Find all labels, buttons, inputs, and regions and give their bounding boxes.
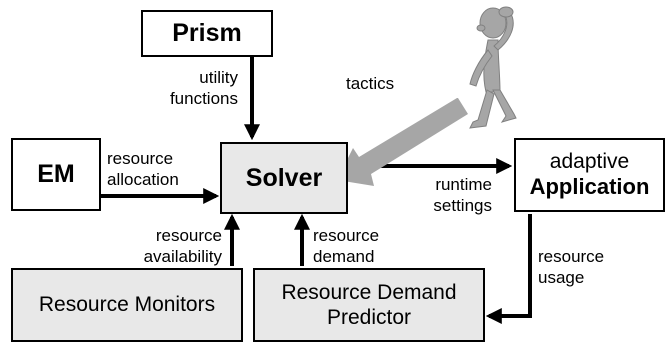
label-resource-availability: resource availability: [110, 225, 222, 267]
label-resource-3: resource: [313, 226, 380, 245]
label-resource-2: resource: [155, 226, 222, 245]
label-runtime: runtime: [435, 175, 492, 194]
label-runtime-settings: runtime settings: [404, 174, 492, 216]
label-demand: demand: [313, 247, 375, 266]
arrow-application-predictor: [485, 214, 532, 324]
label-resource-demand: resource demand: [313, 225, 379, 267]
prism-box: Prism: [141, 10, 273, 57]
label-resource-usage: resource usage: [538, 246, 604, 288]
resource-monitors-box: Resource Monitors: [11, 268, 243, 342]
application-label-line2: Application: [529, 174, 650, 199]
em-box: EM: [11, 138, 101, 211]
label-availability: availability: [143, 247, 222, 266]
resource-demand-predictor-box: Resource Demand Predictor: [253, 268, 485, 342]
application-box: adaptive Application: [514, 138, 665, 212]
label-allocation: allocation: [107, 170, 179, 189]
resource-monitors-label: Resource Monitors: [38, 293, 216, 316]
predictor-label-line2: Predictor: [326, 306, 412, 329]
label-settings: settings: [433, 196, 492, 215]
label-usage: usage: [538, 268, 585, 287]
predictor-label-line1: Resource Demand: [281, 281, 457, 304]
label-resource-4: resource: [538, 247, 605, 266]
tactics-arrow-icon: [337, 98, 468, 186]
em-label: EM: [37, 160, 75, 188]
application-label-line1: adaptive: [549, 150, 630, 173]
solver-box: Solver: [220, 142, 348, 214]
label-resource-1: resource: [107, 149, 174, 168]
label-resource-allocation: resource allocation: [107, 148, 179, 190]
label-utility: utility: [199, 68, 238, 87]
label-utility-functions: utility functions: [150, 67, 238, 109]
label-functions: functions: [169, 89, 238, 108]
prism-label: Prism: [172, 19, 242, 47]
solver-label: Solver: [245, 163, 323, 192]
thinking-person-icon: [469, 6, 517, 129]
label-tactics: tactics: [346, 74, 395, 93]
